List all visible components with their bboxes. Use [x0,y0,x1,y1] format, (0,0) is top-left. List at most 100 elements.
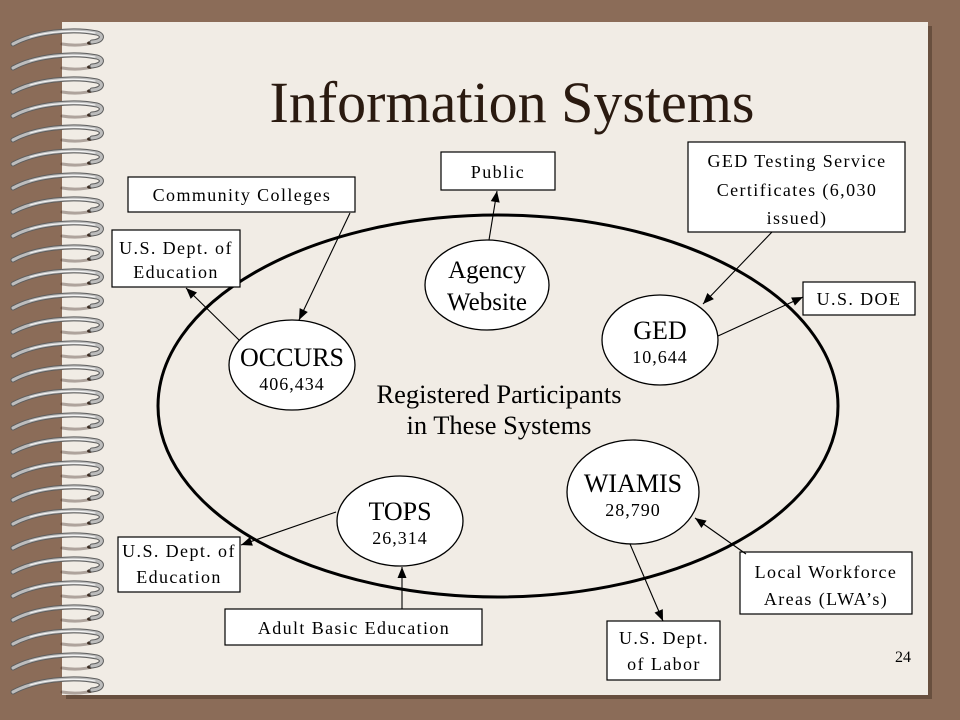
system-count: 10,644 [632,347,688,367]
entity-ged-testing-service: GED Testing Service Certificates (6,030 … [687,141,906,233]
entity-adult-basic-education: Adult Basic Education [224,608,483,646]
spiral-ring [10,220,104,239]
spiral-ring [10,76,104,95]
ring-highlight [29,270,96,278]
entity-us-doe: U.S. DOE [802,281,916,316]
spiral-ring [10,196,104,215]
spiral-ring [10,340,104,359]
entity-box [224,608,483,646]
slide-title: Information Systems [270,70,755,135]
system-name: GED [633,316,686,345]
spiral-ring [10,316,104,335]
ring-highlight [29,582,96,590]
spiral-ring [10,172,104,191]
arrow-local-workforce-areas-to-wiamis-head [695,518,707,529]
ring-highlight [29,534,96,542]
ring-highlight [29,102,96,110]
center-label: Registered Participants in These Systems [376,379,621,440]
system-count: 406,434 [259,374,325,394]
spiral-ring [10,484,104,503]
entity-us-dept-education-bottom: U.S. Dept. of Education [117,536,241,593]
system-name: Agency [448,257,526,284]
spiral-ring [10,364,104,383]
system-count: 26,314 [372,528,428,548]
arrow-ged-testing-service-to-ged [702,231,773,305]
spiral-ring [10,268,104,287]
entity-community-colleges: Community Colleges [127,176,356,213]
ring-highlight [29,294,96,302]
ring-highlight [29,390,96,398]
entity-box [606,620,721,681]
ring-highlight [29,630,96,638]
arrow-occurs-to-us-dept-education [185,287,240,341]
entity-label: Areas (LWA’s) [764,589,888,610]
entity-label: Local Workforce [755,562,898,582]
system-wiamis: WIAMIS 28,790 [566,439,700,545]
entity-label: Public [471,162,525,182]
spiral-ring [10,508,104,527]
ring-highlight [29,246,96,254]
system-node-shape [228,319,356,411]
arrow-wiamis-to-us-dept-labor [629,543,664,622]
entity-local-workforce-areas: Local Workforce Areas (LWA’s) [739,551,913,615]
ring-highlight [29,198,96,206]
spiral-ring [10,148,104,167]
center-label-line: in These Systems [406,410,591,440]
registered-participants-boundary [156,213,840,599]
arrow-agency-website-to-public-head [490,191,500,203]
ring-highlight [29,558,96,566]
entity-label: Adult Basic Education [258,618,450,638]
spiral-ring [10,28,104,47]
entity-box [687,141,906,233]
entity-us-dept-labor: U.S. Dept. of Labor [606,620,721,681]
system-agency-website: Agency Website [424,239,550,331]
ring-highlight [29,414,96,422]
ring-highlight [29,438,96,446]
spiral-ring [10,244,104,263]
entity-label: U.S. Dept. of [122,541,236,561]
ring-highlight [29,462,96,470]
spiral-ring [10,100,104,119]
system-name: OCCURS [240,343,344,372]
arrow-community-colleges-to-occurs-head [299,308,308,320]
spiral-ring [10,556,104,575]
entity-us-dept-education-top: U.S. Dept. of Education [111,229,241,288]
ring-highlight [29,678,96,686]
ring-highlight [29,342,96,350]
entity-label: Community Colleges [153,185,332,205]
spiral-ring [10,124,104,143]
spiral-ring [10,580,104,599]
system-tops: TOPS 26,314 [336,475,464,567]
center-label-line: Registered Participants [376,379,621,409]
spiral-ring [10,52,104,71]
entity-label: GED Testing Service [708,151,887,171]
ring-highlight [29,486,96,494]
spiral-ring [10,436,104,455]
arrow-wiamis-to-us-dept-labor-head [654,609,663,621]
ring-highlight [29,150,96,158]
page-number: 24 [895,649,911,666]
arrow-occurs-to-us-dept-education-head [186,288,198,299]
system-node-shape [601,294,719,386]
entity-box [111,229,241,288]
entity-box [802,281,916,316]
system-ged: GED 10,644 [601,294,719,386]
spiral-ring [10,292,104,311]
system-node-shape [424,239,550,331]
entity-public: Public [440,151,556,191]
spiral-ring [10,604,104,623]
ring-highlight [29,78,96,86]
ring-highlight [29,126,96,134]
connector-arrows [185,190,804,622]
system-name: TOPS [368,497,431,526]
entity-label: U.S. DOE [817,289,902,309]
system-name: Website [447,289,527,316]
entity-box [440,151,556,191]
arrow-ged-testing-service-to-ged-head [703,292,714,304]
system-occurs: OCCURS 406,434 [228,319,356,411]
ring-highlight [29,54,96,62]
spiral-ring [10,412,104,431]
ring-highlight [29,174,96,182]
ring-highlight [29,510,96,518]
